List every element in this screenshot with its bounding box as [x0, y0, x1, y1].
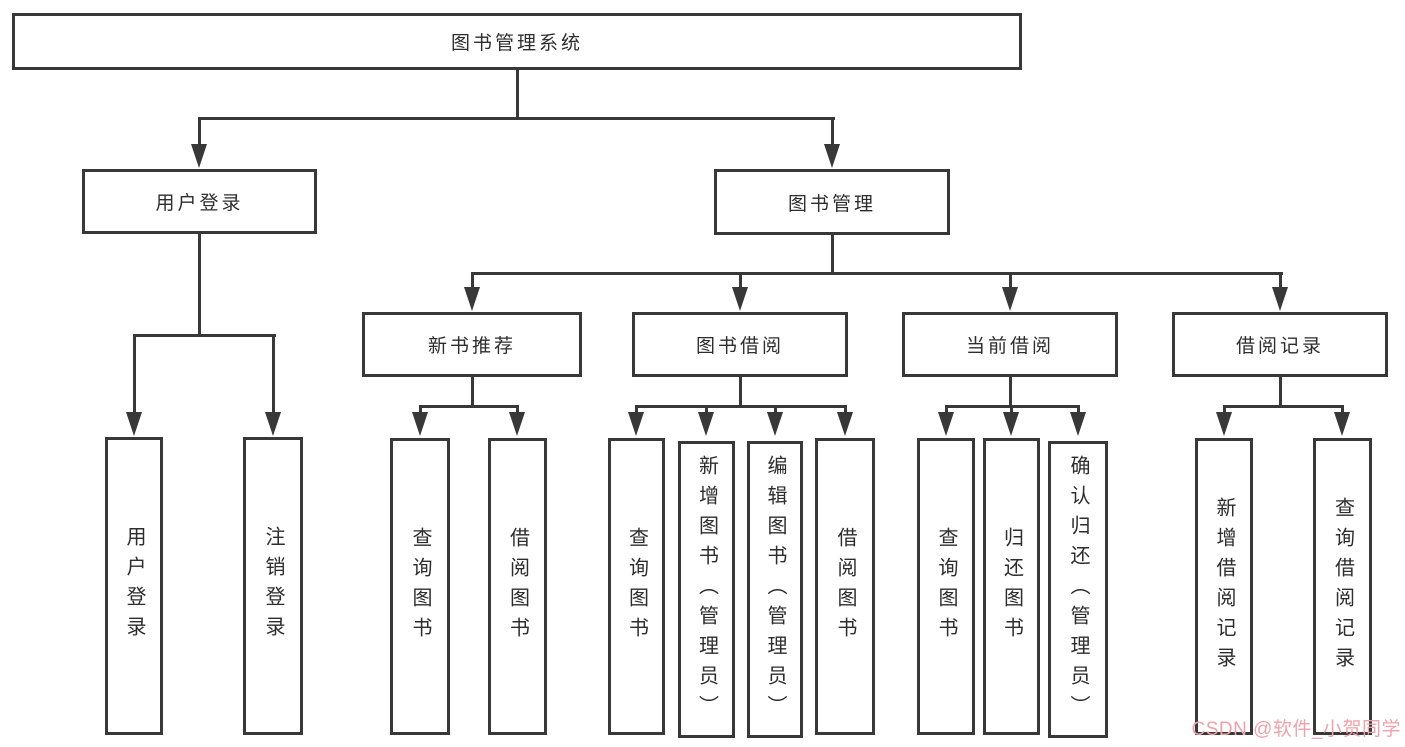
leaf-label: 借阅图书: [506, 526, 529, 647]
connector-line: [1076, 406, 1080, 414]
connector-line: [132, 335, 136, 413]
connector-line: [197, 116, 835, 120]
arrow-down-icon: [1070, 412, 1086, 436]
connector-line: [1222, 406, 1226, 414]
arrow-down-icon: [1216, 412, 1232, 436]
connector-line: [634, 406, 638, 414]
leaf-query-books-current: 查询图书: [917, 438, 975, 735]
leaf-return-books: 归还图书: [983, 438, 1040, 735]
arrow-down-icon: [837, 412, 853, 436]
node-borrow-records: 借阅记录: [1172, 312, 1388, 377]
node-label: 新书推荐: [427, 336, 516, 357]
connector-line: [1008, 273, 1012, 289]
leaf-label: 查询图书: [935, 526, 957, 647]
leaf-add-books-admin: 新增图书（管理员）: [678, 441, 735, 738]
arrow-down-icon: [698, 412, 714, 436]
connector-line: [515, 70, 519, 118]
connector-line: [1340, 406, 1344, 414]
node-label: 图书管理系统: [450, 33, 583, 54]
connector-line: [773, 406, 777, 414]
node-label: 借阅记录: [1235, 336, 1324, 357]
node-book-management-system: 图书管理系统: [12, 13, 1022, 70]
arrow-down-icon: [1003, 412, 1019, 436]
leaf-logout: 注销登录: [243, 437, 303, 735]
leaf-query-books-recommend: 查询图书: [390, 438, 450, 735]
node-label: 当前借阅: [965, 336, 1054, 357]
node-label: 图书管理: [787, 193, 876, 215]
connector-line: [470, 377, 474, 406]
leaf-borrow-books: 借阅图书: [815, 438, 875, 735]
node-current-borrowing: 当前借阅: [902, 312, 1118, 377]
leaf-label: 归还图书: [1000, 526, 1023, 647]
connector-line: [197, 234, 201, 335]
arrow-down-icon: [412, 412, 428, 436]
connector-line: [1278, 377, 1282, 406]
connector-line: [1278, 273, 1282, 289]
connector-line: [132, 333, 276, 337]
leaf-label: 查询借阅记录: [1331, 496, 1354, 677]
connector-line: [197, 118, 201, 146]
node-user-login: 用户登录: [82, 169, 317, 234]
leaf-label: 新增借阅记录: [1213, 496, 1235, 677]
arrow-down-icon: [1002, 287, 1018, 311]
arrow-down-icon: [191, 144, 207, 168]
leaf-label: 新增图书（管理员）: [695, 454, 718, 725]
connector-line: [1008, 377, 1012, 406]
connector-line: [470, 271, 1283, 275]
leaf-user-login: 用户登录: [105, 437, 163, 735]
leaf-label: 编辑图书（管理员）: [764, 454, 786, 725]
connector-line: [738, 273, 742, 289]
leaf-confirm-return-admin: 确认归还（管理员）: [1048, 441, 1108, 738]
leaf-label: 借阅图书: [834, 526, 856, 647]
leaf-label: 查询图书: [409, 526, 431, 647]
connector-line: [704, 406, 708, 414]
connector-line: [830, 118, 834, 146]
connector-line: [418, 404, 519, 408]
node-label: 用户登录: [155, 193, 244, 214]
connector-line: [843, 406, 847, 414]
connector-line: [470, 273, 474, 289]
node-book-borrowing: 图书借阅: [632, 312, 848, 377]
connector-line: [271, 335, 275, 413]
arrow-down-icon: [824, 144, 840, 168]
connector-line: [830, 235, 834, 273]
connector-line: [1009, 406, 1013, 414]
leaf-label: 确认归还（管理员）: [1067, 454, 1089, 725]
connector-line: [634, 404, 847, 408]
leaf-borrow-books-recommend: 借阅图书: [488, 438, 547, 735]
node-label: 图书借阅: [695, 336, 784, 357]
watermark-text: CSDN @软件_小贺同学: [1191, 719, 1401, 740]
connector-line: [1222, 404, 1344, 408]
arrow-down-icon: [265, 412, 281, 436]
node-book-management: 图书管理: [714, 169, 950, 235]
leaf-add-borrow-record: 新增借阅记录: [1195, 438, 1253, 735]
arrow-down-icon: [126, 412, 142, 436]
arrow-down-icon: [628, 412, 644, 436]
leaf-label: 用户登录: [123, 526, 145, 646]
arrow-down-icon: [1334, 412, 1350, 436]
connector-line: [418, 406, 422, 414]
node-new-book-recommend: 新书推荐: [362, 312, 582, 377]
connector-line: [515, 406, 519, 414]
connector-line: [944, 406, 948, 414]
arrow-down-icon: [509, 412, 525, 436]
leaf-label: 查询图书: [625, 526, 648, 647]
leaf-edit-books-admin: 编辑图书（管理员）: [747, 441, 803, 738]
arrow-down-icon: [938, 412, 954, 436]
leaf-query-borrow-record: 查询借阅记录: [1313, 438, 1372, 735]
arrow-down-icon: [1272, 287, 1288, 311]
connector-line: [738, 377, 742, 406]
arrow-down-icon: [732, 287, 748, 311]
leaf-label: 注销登录: [262, 526, 284, 646]
arrow-down-icon: [767, 412, 783, 436]
leaf-query-books-borrow: 查询图书: [608, 438, 665, 735]
arrow-down-icon: [464, 287, 480, 311]
